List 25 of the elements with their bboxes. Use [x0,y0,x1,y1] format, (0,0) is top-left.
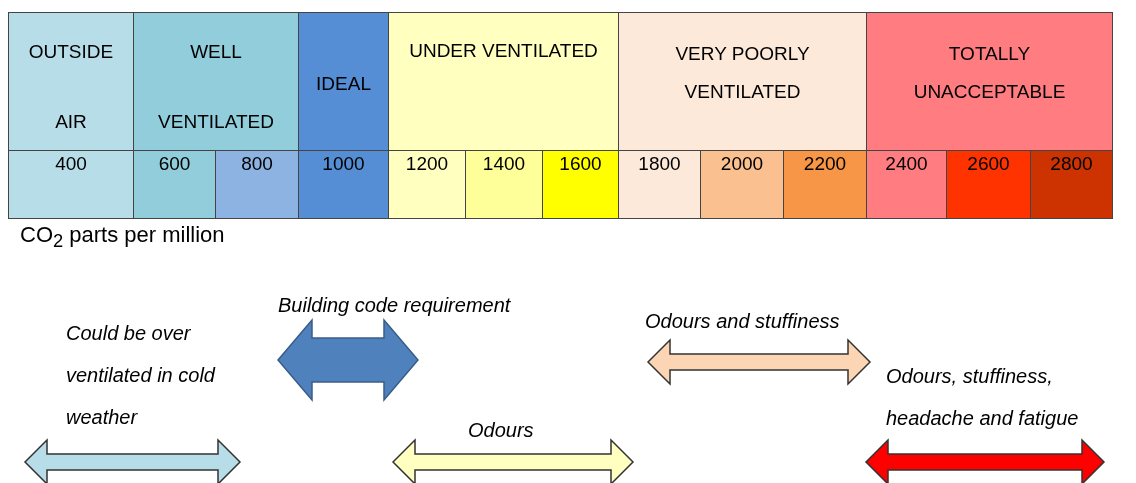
ppm-value: 600 [133,150,216,219]
arrow-caption: Odours and stuffiness [645,309,841,334]
ppm-value: 2400 [866,150,947,219]
ppm-value: 1000 [298,150,389,219]
ppm-value: 2200 [783,150,867,219]
arrow-caption: Odours [468,418,535,443]
ppm-value: 1800 [618,150,701,219]
category-header: WELL VENTILATED [133,12,299,151]
ppm-value: 2000 [700,150,784,219]
ppm-value: 1400 [465,150,543,219]
arrow-caption: Odours, stuffiness, headache and fatigue [886,364,1080,431]
category-header: VERY POORLY VENTILATED [618,12,867,151]
ppm-value: 1600 [542,150,619,219]
ppm-value: 800 [215,150,299,219]
arrow-caption: Could be over ventilated in cold weather [66,321,216,430]
category-header: TOTALLY UNACCEPTABLE [866,12,1113,151]
axis-caption: CO$_{2}$ parts per million [20,222,225,253]
arrow-caption: Building code requirement [278,293,512,318]
category-header: OUTSIDE AIR [8,12,134,151]
category-header: IDEAL [298,12,389,151]
ppm-value: 2800 [1030,150,1113,219]
ppm-value: 2600 [946,150,1031,219]
ppm-value: 400 [8,150,134,219]
ppm-value: 1200 [388,150,466,219]
category-header: UNDER VENTILATED [388,12,619,151]
